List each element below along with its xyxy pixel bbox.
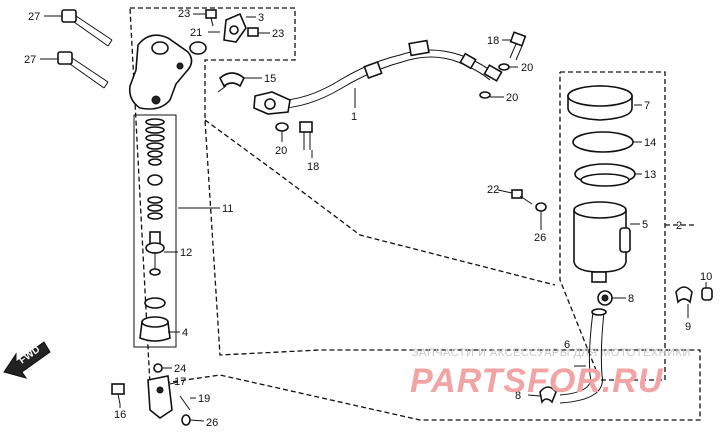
callout-5: 5: [642, 219, 648, 231]
callout-3: 3: [258, 12, 264, 24]
callout-21: 21: [190, 27, 202, 39]
bolt-22: [511, 189, 533, 205]
callout-19: 19: [198, 393, 210, 405]
callout-14: 14: [644, 137, 656, 149]
brake-hose-1: [253, 39, 503, 115]
callout-20-b: 20: [506, 92, 518, 104]
callout-6: 6: [564, 339, 570, 351]
leader-lines: [40, 13, 707, 422]
callout-20-a: 20: [521, 62, 533, 74]
callout-7: 7: [644, 100, 650, 112]
left-assembly-frame: [129, 7, 701, 421]
screw-23-upper: [205, 9, 217, 27]
hose-joint-fitting: [223, 12, 247, 43]
callout-26-lower: 26: [206, 417, 218, 429]
pin-19: [179, 395, 191, 411]
collar-10: [701, 287, 713, 301]
callout-27-lower: 27: [24, 54, 36, 66]
watermark-logo: PARTSFOR.RU: [410, 362, 664, 400]
callout-20-c: 20: [275, 145, 287, 157]
washer-20-b: [479, 91, 491, 99]
callout-17: 17: [174, 376, 186, 388]
hose-clip-8-upper: [597, 290, 613, 306]
reservoir-tube-6: [559, 308, 607, 404]
callout-24: 24: [174, 363, 186, 375]
callout-23-lower: 23: [272, 28, 284, 40]
watermark: ЗАПЧАСТИ И АКСЕССУАРЫ ДЛЯ МОТОТЕХНИКИ PA…: [410, 347, 691, 400]
bolt-27-lower: [57, 51, 109, 89]
callout-23-upper: 23: [178, 8, 190, 20]
banjo-bolt-18-lower: [299, 121, 313, 150]
callout-4: 4: [182, 327, 188, 339]
plate-14: [572, 131, 634, 153]
callout-13: 13: [644, 169, 656, 181]
clip-9: [675, 286, 693, 304]
screw-23-lower: [247, 27, 259, 37]
reservoir-assembly-frame: [559, 71, 666, 381]
hose-subframe: [204, 119, 556, 286]
callout-numbers: 27 27 23 3 21 23 15 1 18 20 20 20 18 7 1…: [24, 8, 712, 429]
callout-2: 2: [676, 220, 682, 232]
callout-18-lower: 18: [307, 161, 319, 173]
washer-20-c: [275, 122, 289, 132]
circlip: [144, 297, 166, 309]
fwd-direction-arrow: FWD: [3, 341, 51, 379]
reservoir-cap-7: [567, 85, 633, 121]
callout-18-upper: 18: [487, 35, 499, 47]
callout-8-upper: 8: [628, 293, 634, 305]
callout-15: 15: [264, 73, 276, 85]
callout-8-lower: 8: [515, 390, 521, 402]
piston-12: [145, 231, 165, 276]
callout-26-right: 26: [534, 232, 546, 244]
primary-cup: [147, 174, 163, 186]
callout-10: 10: [700, 271, 712, 283]
callout-22: 22: [487, 184, 499, 196]
nut-24: [153, 363, 163, 373]
hose-clip-8-lower: [539, 386, 557, 405]
reservoir-5: [573, 201, 631, 283]
diaphragm-13: [574, 163, 636, 187]
secondary-spring: [147, 196, 163, 220]
callout-16: 16: [114, 409, 126, 421]
callout-1: 1: [351, 111, 357, 123]
washer-20-a: [498, 63, 510, 71]
bracket-17: [147, 375, 173, 419]
bolt-16: [111, 383, 125, 405]
callout-11: 11: [222, 203, 233, 215]
o-ring-21: [189, 41, 207, 55]
callout-27-upper: 27: [28, 11, 40, 23]
bolt-27-upper: [61, 9, 113, 47]
callout-12: 12: [180, 247, 192, 259]
washer-26-right: [535, 202, 547, 212]
boot-4: [139, 316, 171, 342]
hose-clamp-15: [217, 72, 245, 93]
piston-kit-box: [133, 114, 177, 348]
cotter-pin-26: [181, 414, 191, 426]
banjo-bolt-18-upper: [509, 31, 527, 61]
master-cylinder-body: [128, 34, 193, 110]
piston-spring: [145, 118, 165, 166]
callout-9: 9: [685, 321, 691, 333]
watermark-tagline: ЗАПЧАСТИ И АКСЕССУАРЫ ДЛЯ МОТОТЕХНИКИ: [412, 347, 691, 359]
